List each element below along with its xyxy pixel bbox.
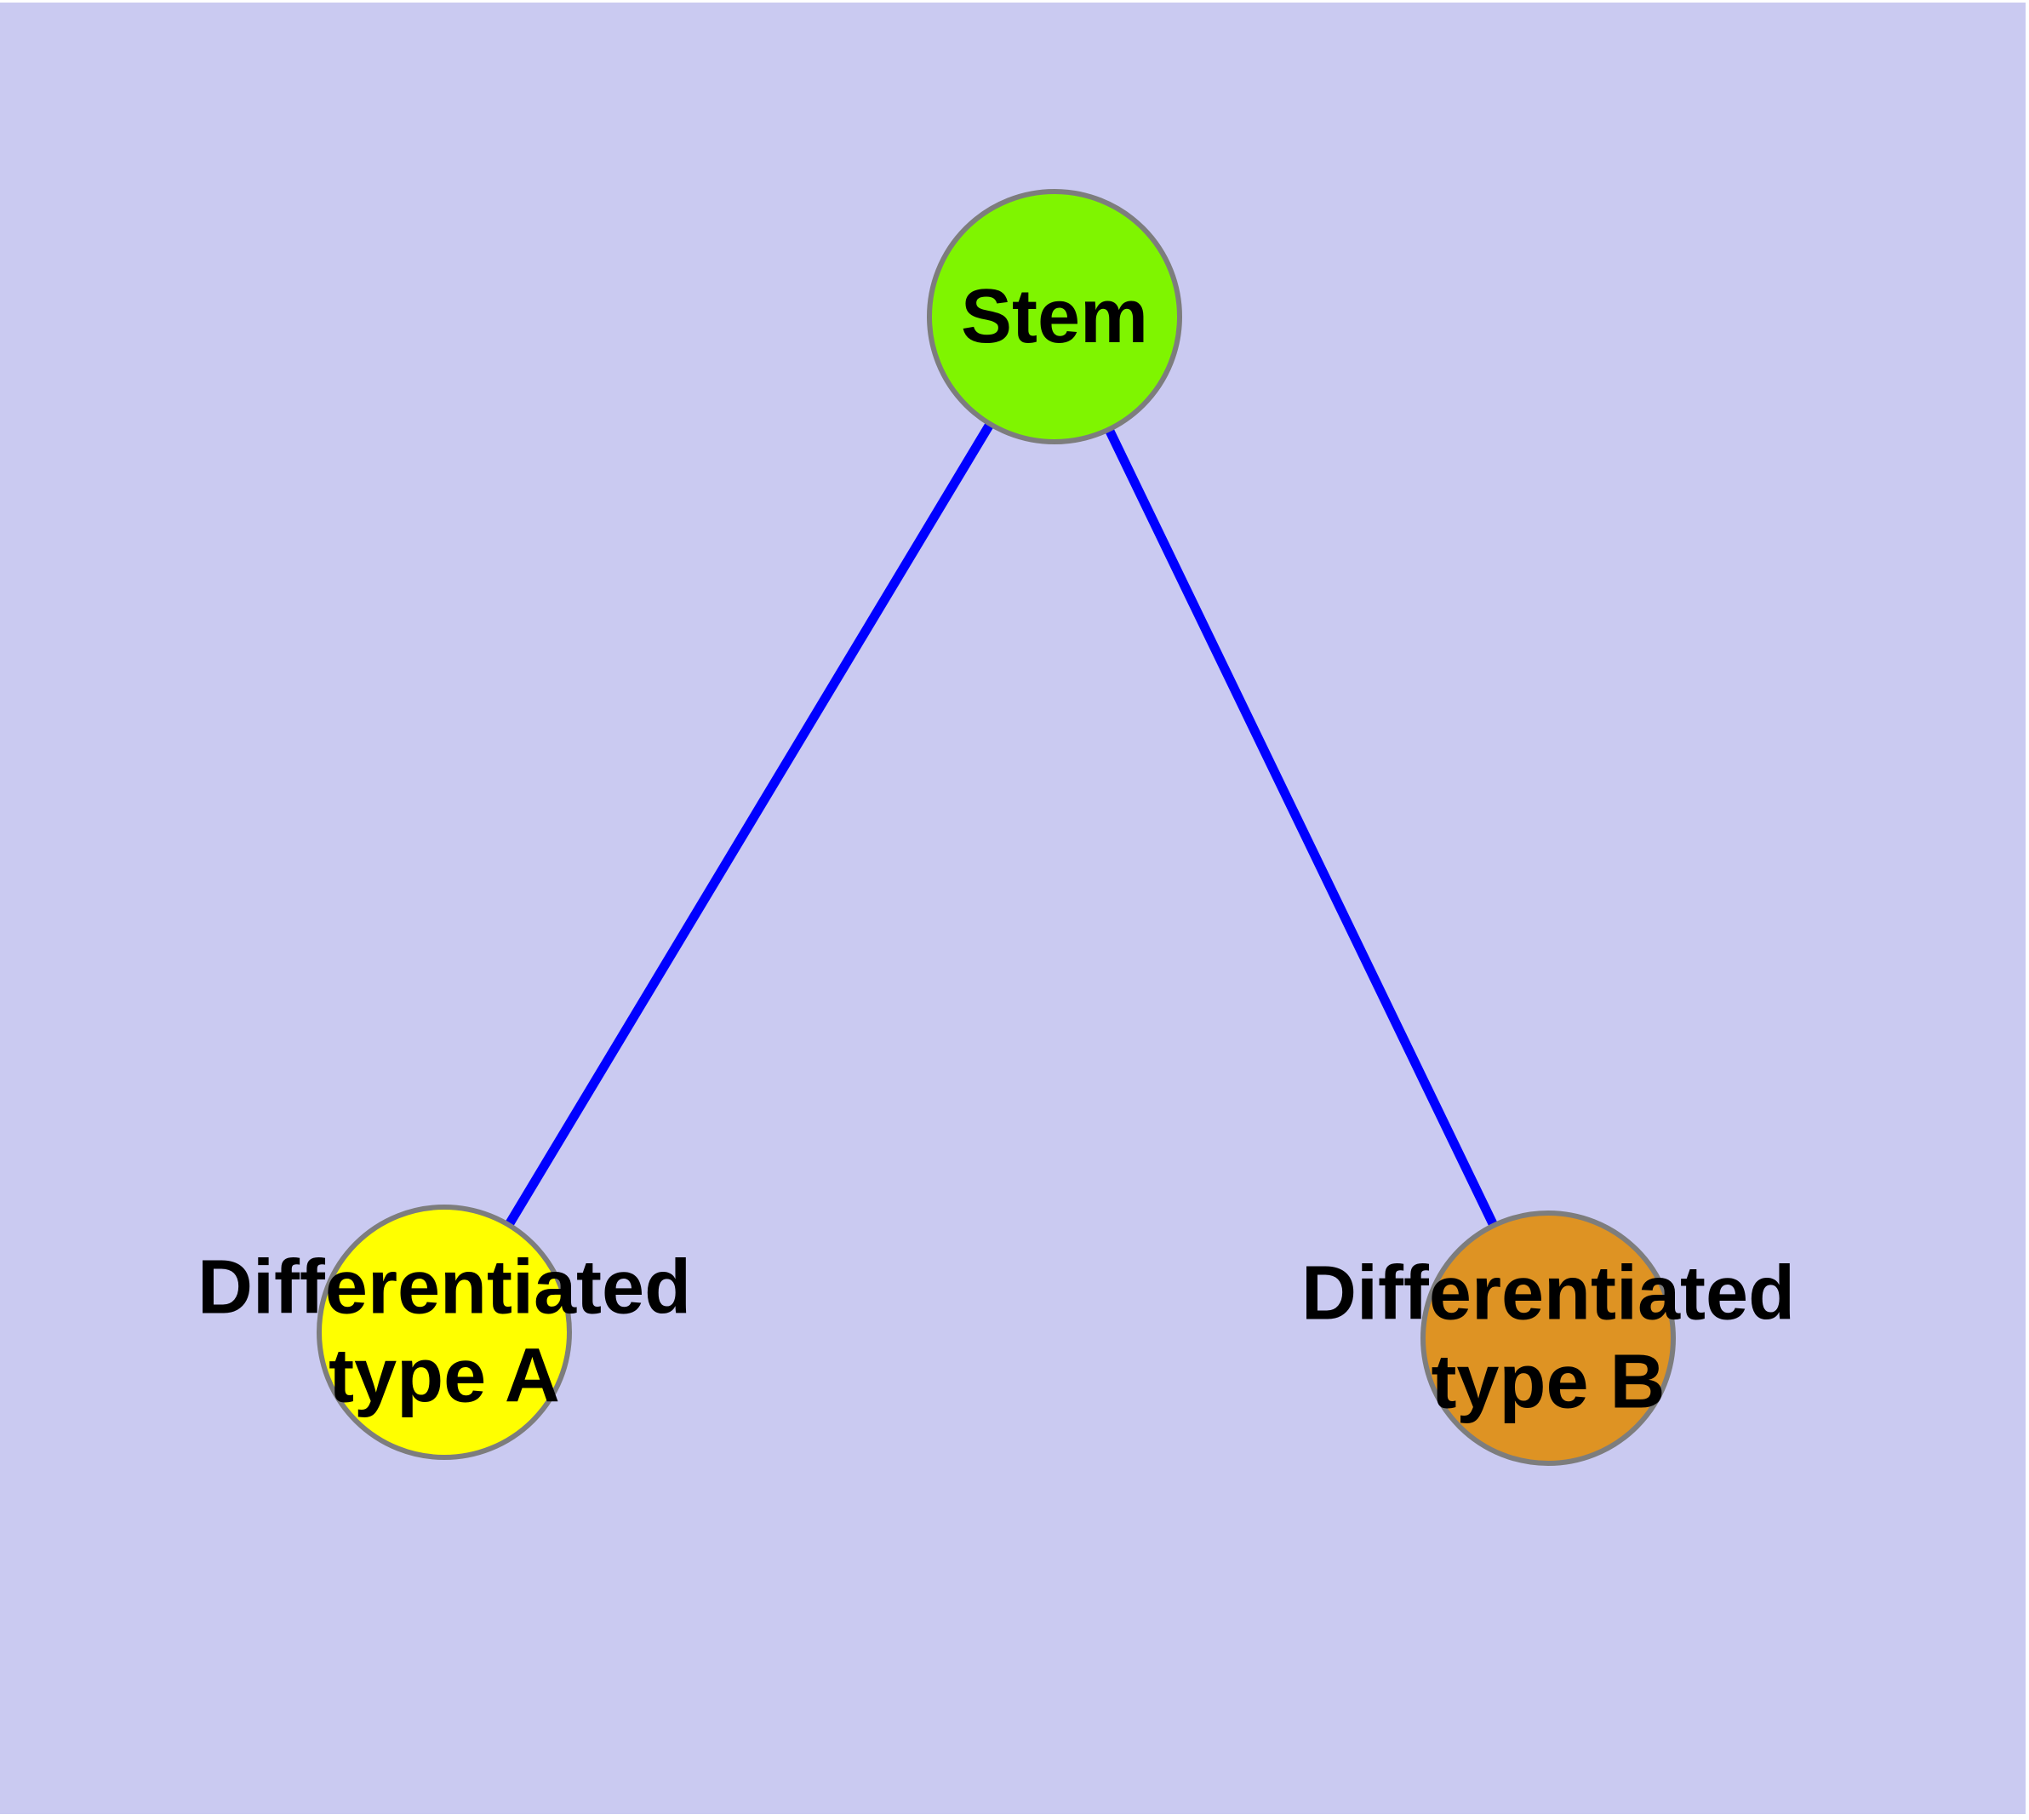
node-differentiated-type-b: Differentiated type B — [1301, 1210, 1795, 1466]
edge-stem-to-type-b — [1050, 314, 1552, 1341]
node-differentiated-type-a: Differentiated type A — [197, 1205, 691, 1460]
node-differentiated-type-b-label: Differentiated type B — [1300, 1251, 1796, 1425]
edge-stem-to-type-a — [440, 314, 1059, 1335]
plot-area: Stem Differentiated type A Differentiate… — [0, 3, 2026, 1814]
node-stem: Stem — [927, 189, 1182, 444]
edges-layer — [440, 314, 1552, 1341]
node-stem-label: Stem — [960, 273, 1149, 359]
node-differentiated-type-a-label: Differentiated type A — [197, 1245, 692, 1419]
